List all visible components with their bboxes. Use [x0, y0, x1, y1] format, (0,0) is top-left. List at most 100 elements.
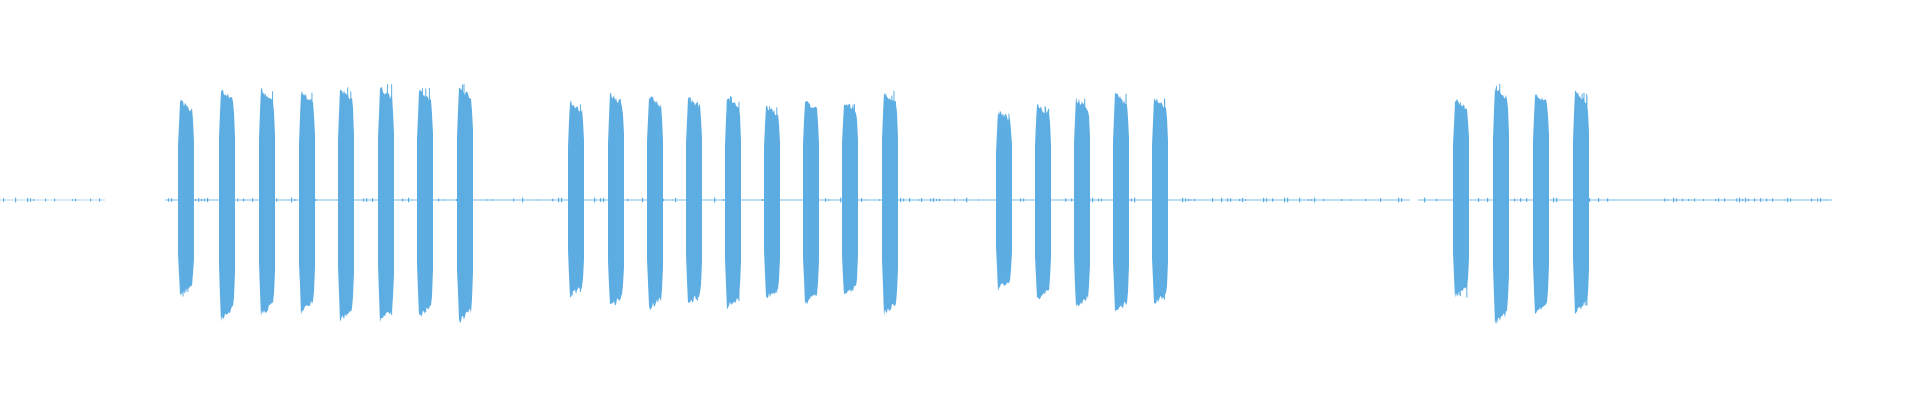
baseline-noise-tick: [366, 198, 368, 202]
baseline-noise-tick: [1673, 197, 1675, 203]
baseline-noise-tick: [1101, 198, 1103, 202]
baseline-noise-tick: [900, 197, 902, 203]
waveform-burst: [178, 99, 194, 296]
baseline-noise-tick: [1607, 198, 1609, 202]
baseline-noise-tick: [1284, 197, 1286, 203]
baseline-noise-tick: [1194, 198, 1196, 202]
waveform-burst: [1453, 98, 1469, 298]
baseline-noise-tick: [1350, 199, 1352, 201]
baseline-noise-tick: [315, 198, 317, 202]
baseline-noise-tick: [1131, 198, 1133, 202]
waveform-burst: [1035, 103, 1051, 300]
baseline-noise-tick: [939, 198, 941, 202]
baseline-noise-tick: [3, 198, 5, 202]
baseline-noise-tick: [1188, 198, 1190, 202]
baseline-noise-tick: [1814, 199, 1816, 201]
baseline-noise-tick: [27, 197, 29, 203]
baseline-noise-tick: [1098, 198, 1100, 202]
baseline-noise-tick: [1724, 198, 1726, 202]
baseline-noise-tick: [207, 197, 209, 203]
baseline-noise-tick: [456, 199, 458, 201]
baseline-noise-tick: [1323, 198, 1325, 202]
baseline-noise-tick: [1239, 198, 1241, 202]
waveform-burst: [417, 89, 433, 317]
baseline-noise-tick: [1589, 198, 1591, 202]
baseline-noise-tick: [1718, 198, 1720, 202]
baseline-noise-tick: [1688, 199, 1690, 201]
baseline-noise-tick: [603, 197, 605, 203]
baseline-noise-tick: [1514, 198, 1516, 202]
baseline-noise-tick: [486, 199, 488, 201]
baseline-noise-tick: [1263, 197, 1265, 203]
baseline-noise-tick: [201, 198, 203, 202]
baseline-noise-tick: [1739, 197, 1741, 203]
baseline-noise-tick: [627, 198, 629, 202]
baseline-noise-tick: [75, 198, 77, 202]
baseline-noise-tick: [1272, 198, 1274, 202]
baseline-noise-tick: [1790, 198, 1792, 202]
baseline-noise-tick: [195, 198, 197, 202]
baseline-noise-tick: [762, 198, 764, 202]
baseline-noise-tick: [492, 199, 494, 201]
waveform-burst: [842, 103, 858, 295]
baseline-noise-tick: [1694, 198, 1696, 202]
baseline-noise-tick: [1598, 198, 1600, 202]
baseline-noise-tick: [1314, 197, 1316, 203]
baseline-noise-tick: [1212, 197, 1214, 203]
baseline-noise-tick: [1092, 197, 1094, 203]
baseline-noise-tick: [1191, 199, 1193, 201]
baseline-noise-tick: [1245, 199, 1247, 201]
baseline-noise-tick: [1487, 197, 1489, 203]
baseline-noise-tick: [1341, 198, 1343, 202]
baseline-noise-tick: [723, 199, 725, 201]
baseline-noise-tick: [1185, 198, 1187, 202]
baseline-noise-tick: [243, 198, 245, 202]
baseline-noise-tick: [1398, 197, 1400, 203]
baseline-noise-tick: [1664, 198, 1666, 202]
waveform-burst: [338, 89, 354, 322]
baseline-noise-tick: [1065, 198, 1067, 202]
baseline-noise-tick: [1071, 198, 1073, 202]
baseline-noise-tick: [909, 198, 911, 202]
baseline-noise-tick: [1556, 197, 1558, 203]
baseline-noise-tick: [642, 197, 644, 203]
baseline-noise-tick: [1787, 197, 1789, 203]
baseline-noise-tick: [1784, 199, 1786, 201]
baseline-noise-tick: [978, 199, 980, 201]
baseline-noise-tick: [1817, 198, 1819, 202]
baseline-noise-tick: [291, 197, 293, 203]
baseline-noise-tick: [1736, 198, 1738, 202]
baseline-noise-tick: [402, 198, 404, 202]
baseline-noise-tick: [825, 198, 827, 202]
baseline-noise-tick: [1520, 198, 1522, 202]
baseline-noise-tick: [90, 198, 92, 202]
baseline-noise-tick: [30, 198, 32, 202]
waveform-bursts: [178, 83, 1589, 325]
waveform-burst: [1113, 92, 1129, 312]
baseline-noise-tick: [408, 197, 410, 203]
baseline-noise-tick: [600, 198, 602, 202]
baseline-noise-tick: [1380, 198, 1382, 202]
baseline-noise-tick: [522, 197, 524, 203]
baseline-noise-tick: [1745, 197, 1747, 203]
baseline-noise-tick: [171, 198, 173, 202]
baseline-noise-tick: [54, 198, 56, 202]
baseline-noise-tick: [879, 199, 881, 201]
waveform-burst: [1533, 93, 1549, 314]
burst-group-4: [1453, 83, 1589, 325]
waveform-burst: [378, 87, 394, 323]
baseline-noise-tick: [828, 199, 830, 201]
baseline-noise-tick: [918, 199, 920, 201]
baseline-noise-tick: [1613, 199, 1615, 201]
baseline-noise-tick: [1826, 199, 1828, 201]
burst-group-1: [178, 84, 473, 323]
baseline-noise-tick: [1227, 198, 1229, 202]
baseline-noise-tick: [1436, 198, 1438, 202]
baseline-noise-tick: [663, 198, 665, 202]
baseline-noise-tick: [1766, 198, 1768, 202]
baseline-noise-tick: [537, 199, 539, 201]
burst-group-2: [568, 90, 898, 316]
baseline-noise-tick: [372, 198, 374, 202]
baseline-noise-tick: [1401, 198, 1403, 202]
